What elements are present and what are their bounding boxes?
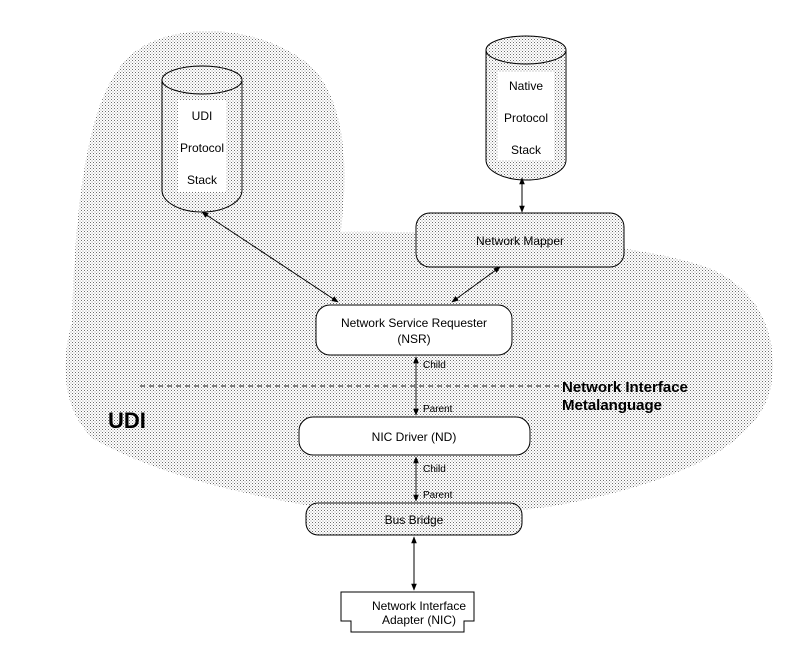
udi-stack-line-3: Stack bbox=[187, 173, 218, 187]
parent-label-nd: Parent bbox=[423, 404, 453, 415]
metalanguage-label-line-1: Network Interface bbox=[562, 379, 688, 396]
network-mapper-box: Network Mapper bbox=[415, 212, 625, 268]
parent-label-bus-bridge: Parent bbox=[423, 490, 453, 501]
nic-adapter-box: Network Interface Adapter (NIC) bbox=[340, 591, 475, 633]
nsr-network-mapper-arrow bbox=[451, 266, 501, 303]
nic-adapter-label-line-1: Network Interface bbox=[372, 599, 466, 613]
nsr-box: Network Service Requester (NSR) bbox=[315, 304, 513, 356]
network-mapper-label: Network Mapper bbox=[476, 234, 564, 248]
nic-adapter-label-line-2: Adapter (NIC) bbox=[382, 613, 456, 627]
udi-region-label: UDI bbox=[108, 408, 146, 433]
udi-stack-line-1: UDI bbox=[192, 109, 213, 123]
udi-protocol-stack-cylinder: UDI Protocol Stack bbox=[161, 65, 243, 213]
native-protocol-stack-cylinder: Native Protocol Stack bbox=[485, 35, 567, 181]
metalanguage-label-line-2: Metalanguage bbox=[562, 397, 662, 414]
native-stack-line-1: Native bbox=[509, 79, 543, 93]
nsr-label-line-1: Network Service Requester bbox=[341, 316, 487, 330]
nic-driver-label: NIC Driver (ND) bbox=[372, 430, 457, 444]
child-label-nd: Child bbox=[423, 464, 446, 475]
bus-bridge-label: Bus Bridge bbox=[385, 513, 444, 527]
native-stack-line-3: Stack bbox=[511, 143, 542, 157]
child-label-nsr: Child bbox=[423, 360, 446, 371]
connectors bbox=[201, 177, 525, 591]
udi-stack-line-2: Protocol bbox=[180, 141, 224, 155]
nic-driver-box: NIC Driver (ND) bbox=[298, 416, 531, 456]
bus-bridge-box: Bus Bridge bbox=[305, 502, 523, 536]
native-stack-line-2: Protocol bbox=[504, 111, 548, 125]
metalanguage-region bbox=[65, 231, 773, 515]
nsr-label-line-2: (NSR) bbox=[397, 332, 430, 346]
nsr-udi-stack-arrow bbox=[201, 211, 339, 303]
